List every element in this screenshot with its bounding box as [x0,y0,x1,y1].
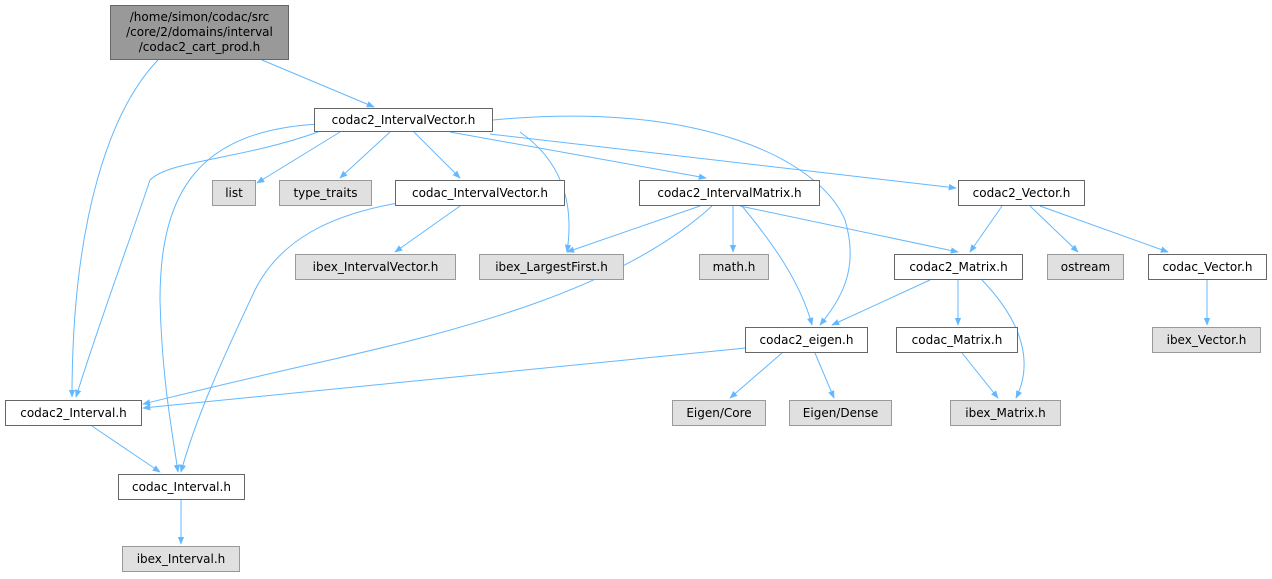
edge-root-ivec2 [261,59,375,108]
node-ibex-vector[interactable]: ibex_Vector.h [1152,327,1261,353]
node-codac2-vector[interactable]: codac2_Vector.h [958,180,1085,206]
edge-imat2-interval2 [142,205,713,406]
edge-vec2-mat2 [969,205,1003,253]
edge-ivec2-typetraits [339,131,391,179]
node-codac2-matrix[interactable]: codac2_Matrix.h [894,254,1023,280]
node-codac-vector[interactable]: codac_Vector.h [1148,254,1267,280]
node-codac2-interval[interactable]: codac2_Interval.h [5,400,142,426]
edge-vec2-ostream [1029,205,1079,253]
edge-eigen2-interval2 [142,347,747,411]
node-codac2-intervalmatrix[interactable]: codac2_IntervalMatrix.h [639,180,820,206]
node-math[interactable]: math.h [699,254,769,280]
node-type-traits[interactable]: type_traits [279,180,372,206]
edge-eigen2-core [729,352,783,399]
root-line-2: /core/2/domains/interval [126,25,273,39]
node-eigen-dense[interactable]: Eigen/Dense [789,400,892,426]
node-codac2-intervalvector[interactable]: codac2_IntervalVector.h [314,108,493,132]
edge-mat1-ibexmat [961,352,999,399]
node-eigen-core[interactable]: Eigen/Core [672,400,766,426]
edge-imat2-lf [566,205,701,253]
node-codac2-eigen[interactable]: codac2_eigen.h [745,327,868,353]
node-ibex-largestfirst[interactable]: ibex_LargestFirst.h [479,254,624,280]
edge-imat2-eigen2 [741,205,814,326]
node-ibex-interval[interactable]: ibex_Interval.h [122,546,240,572]
edge-ivec2-eigen2 [492,115,851,326]
edge-ivec1-interval1 [179,202,399,473]
node-codac-interval[interactable]: codac_Interval.h [118,474,245,500]
edge-vec2-vec1 [1039,205,1169,253]
edge-ivec2-interval1 [159,123,321,473]
node-ibex-intervalvector[interactable]: ibex_IntervalVector.h [295,254,456,280]
edge-mat2-ibexmat [981,279,1025,399]
edge-interval2-interval1 [91,425,161,473]
edge-ivec2-list [256,131,341,184]
edge-ivec1-ibexivec [394,205,461,253]
edge-ivec2-ivec1 [413,131,461,179]
node-list[interactable]: list [212,180,256,206]
edge-ivec2-imat2 [449,131,707,180]
edge-mat2-eigen2 [831,279,931,326]
root-line-3: /codac2_cart_prod.h [138,40,261,54]
root-node-cart-prod[interactable]: /home/simon/codac/src /core/2/domains/in… [110,5,289,60]
node-codac-intervalvector[interactable]: codac_IntervalVector.h [395,180,565,206]
node-codac-matrix[interactable]: codac_Matrix.h [896,327,1018,353]
edge-ivec2-vec2 [489,133,957,191]
edge-imat2-mat2 [739,205,959,254]
root-line-1: /home/simon/codac/src [129,10,270,24]
node-ostream[interactable]: ostream [1047,254,1124,280]
edge-eigen2-dense [814,352,835,399]
edge-ivec2-interval2 [75,131,319,398]
edge-root-interval2 [68,59,159,398]
node-ibex-matrix[interactable]: ibex_Matrix.h [950,400,1061,426]
